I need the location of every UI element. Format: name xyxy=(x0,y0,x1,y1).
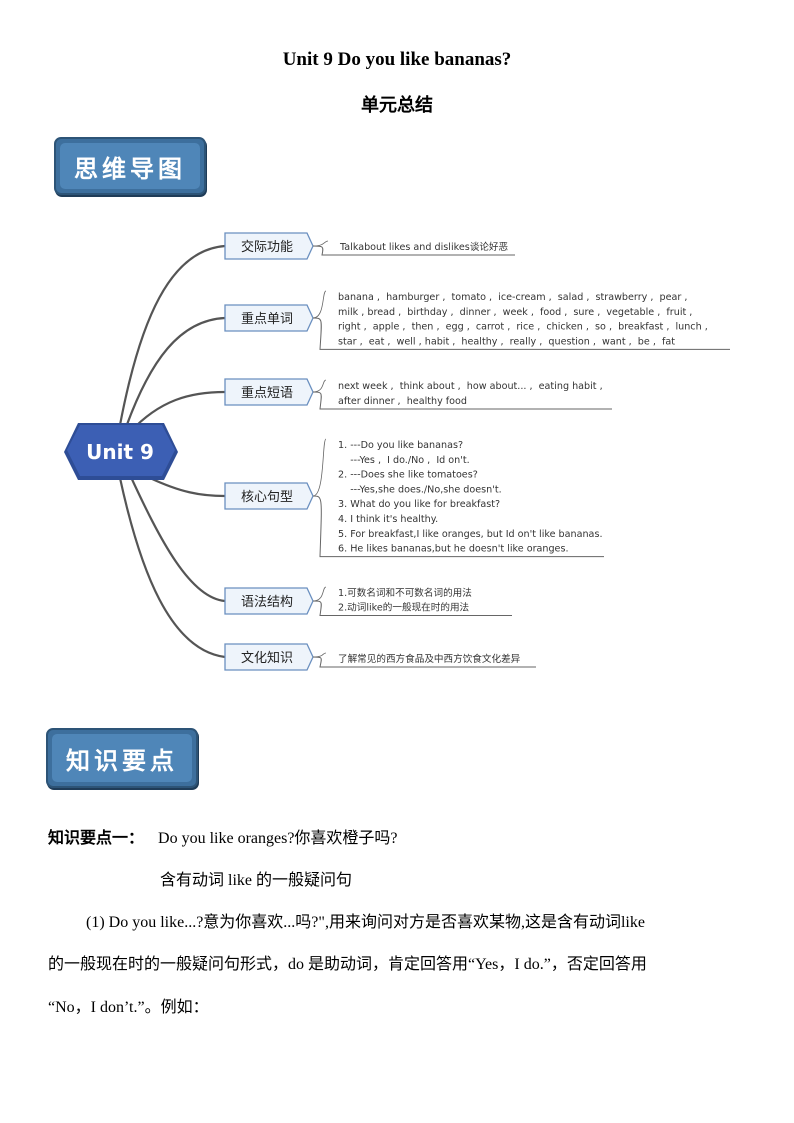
paragraph-line-2: 的一般现在时的一般疑问句形式，do 是助动词，肯定回答用“Yes，I do.”，… xyxy=(48,956,647,973)
mindmap-banner-label: 思维导图 xyxy=(60,143,200,189)
branch-detail-bracket xyxy=(312,240,329,247)
knowledge-banner-label: 知识要点 xyxy=(52,734,192,782)
branch-node-box xyxy=(224,587,314,615)
branch-detail-bracket xyxy=(312,586,327,602)
branch-detail-line: after dinner , healthy food xyxy=(338,396,467,407)
branch-detail-line: star , eat , well , habit , healthy , re… xyxy=(338,336,675,347)
knowledge-sub-heading: 含有动词 like 的一般疑问句 xyxy=(160,872,352,889)
branch-detail-line: 5. For breakfast,I like oranges, but Id … xyxy=(338,529,603,540)
branch-detail-bracket xyxy=(312,652,327,658)
branch-detail-line: 2.动词like的一般现在时的用法 xyxy=(338,602,470,614)
branch-connector xyxy=(129,390,226,433)
branch-detail-bracket xyxy=(312,290,327,319)
center-node-label: Unit 9 xyxy=(86,440,154,464)
branch-detail-line: 6. He likes bananas,but he doesn't like … xyxy=(338,544,569,555)
branch-node-label: 重点单词 xyxy=(241,311,293,327)
branch-detail-line: Talkabout likes and dislikes谈论好恶 xyxy=(339,241,509,253)
paragraph-line-1: (1) Do you like...?意为你喜欢...吗?",用来询问对方是否喜… xyxy=(86,914,645,931)
branch-detail-line: right , apple , then , egg , carrot , ri… xyxy=(338,322,708,333)
paragraph-line-3: “No，I don’t.”。例如： xyxy=(48,999,209,1016)
knowledge-point-1-text: Do you like oranges?你喜欢橙子吗? xyxy=(158,830,398,847)
branch-detail-connector xyxy=(312,317,730,350)
branch-connector xyxy=(129,474,226,603)
branch-detail-line: ---Yes,she does./No,she doesn't. xyxy=(338,484,502,495)
branch-3: 重点短语 next week , think about , how about.… xyxy=(224,378,612,410)
knowledge-point-1-label: 知识要点一： xyxy=(48,828,145,847)
mind-map: Unit 9 交际功能 Talkabout likes and dislikes谈… xyxy=(64,232,730,671)
branch-detail-line: milk , bread , birthday , dinner , week … xyxy=(338,307,692,318)
branch-node-label: 交际功能 xyxy=(241,239,293,255)
branch-detail-line: banana , hamburger , tomato , ice-cream … xyxy=(338,292,687,303)
branch-detail-line: next week , think about , how about... ,… xyxy=(338,381,603,392)
branch-detail-bracket xyxy=(312,438,327,497)
branch-5: 语法结构 1.可数名词和不可数名词的用法 2.动词like的一般现在时的用法 xyxy=(224,586,512,616)
branch-2: 重点单词 banana , hamburger , tomato , ice-cr… xyxy=(224,290,730,350)
knowledge-banner: 知识要点 xyxy=(46,728,198,788)
branch-node-label: 文化知识 xyxy=(241,650,293,666)
branch-detail-line: ---Yes , I do./No , Id on't. xyxy=(338,455,470,466)
branch-node-label: 重点短语 xyxy=(241,385,293,401)
mindmap-banner: 思维导图 xyxy=(54,137,206,195)
center-node: Unit 9 xyxy=(64,423,178,480)
branch-detail-line: 1.可数名词和不可数名词的用法 xyxy=(338,587,472,599)
branch-node-box xyxy=(224,232,314,260)
branch-node-label: 语法结构 xyxy=(241,595,293,610)
branch-6: 文化知识 了解常见的西方食品及中西方饮食文化差异 xyxy=(224,643,536,671)
knowledge-point-1: 知识要点一： Do you like oranges?你喜欢橙子吗? xyxy=(48,824,398,848)
document-title: Unit 9 Do you like bananas? xyxy=(282,49,512,70)
branch-connector xyxy=(118,477,226,659)
branch-connector xyxy=(123,316,226,431)
branch-connector xyxy=(118,244,226,426)
branch-detail-bracket xyxy=(312,379,327,393)
branch-detail-line: 3. What do you like for breakfast? xyxy=(338,499,500,510)
branch-node-box xyxy=(224,643,314,671)
branch-detail-line: 了解常见的西方食品及中西方饮食文化差异 xyxy=(338,653,521,665)
branch-detail-line: 2. ---Does she like tomatoes? xyxy=(338,470,478,481)
branch-node-box xyxy=(224,378,314,406)
branch-node-box xyxy=(224,482,314,510)
branch-detail-line: 4. I think it's healthy. xyxy=(338,514,438,525)
branch-detail-connector xyxy=(312,495,604,558)
branch-detail-line: 1. ---Do you like bananas? xyxy=(338,440,463,451)
branch-4: 核心句型 1. ---Do you like bananas? ---Yes , … xyxy=(224,438,604,558)
branch-connector xyxy=(149,477,226,498)
document-subtitle: 单元总结 xyxy=(361,95,433,116)
branch-node-label: 核心句型 xyxy=(241,490,293,505)
branch-1: 交际功能 Talkabout likes and dislikes谈论好恶 xyxy=(224,232,515,260)
branch-node-box xyxy=(224,304,314,332)
